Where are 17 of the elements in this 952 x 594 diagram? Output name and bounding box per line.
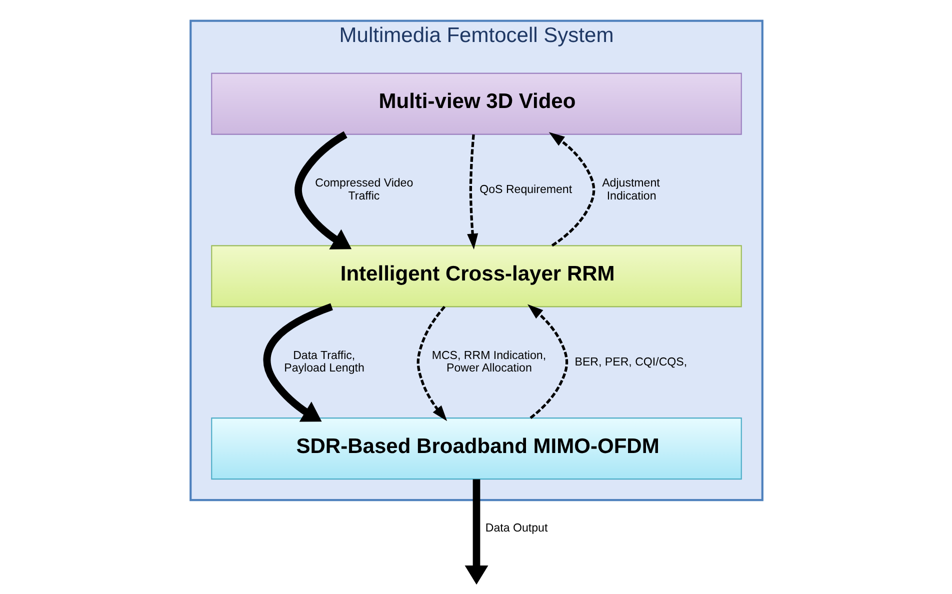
edge-label: BER, PER, CQI/CQS,: [574, 356, 687, 368]
edge-label: Data Traffic, Payload Length: [284, 350, 364, 375]
arrow: [548, 132, 595, 247]
arrow: [416, 306, 447, 422]
arrow: [262, 303, 332, 422]
edge-label: MCS, RRM Indication, Power Allocation: [431, 350, 546, 375]
edge-label: Data Output: [484, 522, 548, 534]
arrow: [294, 131, 352, 250]
arrow: [466, 134, 478, 250]
edge-label: Compressed Video Traffic: [314, 178, 413, 202]
node-box: Intelligent Cross-layer RRM: [210, 245, 742, 308]
node-box: SDR-Based Broadband MIMO-OFDM: [210, 418, 742, 480]
arrow: [526, 304, 568, 419]
edge-label: Adjustment Indication: [602, 178, 660, 202]
arrow: [464, 479, 488, 585]
node-box: Multi-view 3D Video: [210, 72, 742, 135]
edge-label: QoS Requirement: [479, 184, 572, 196]
